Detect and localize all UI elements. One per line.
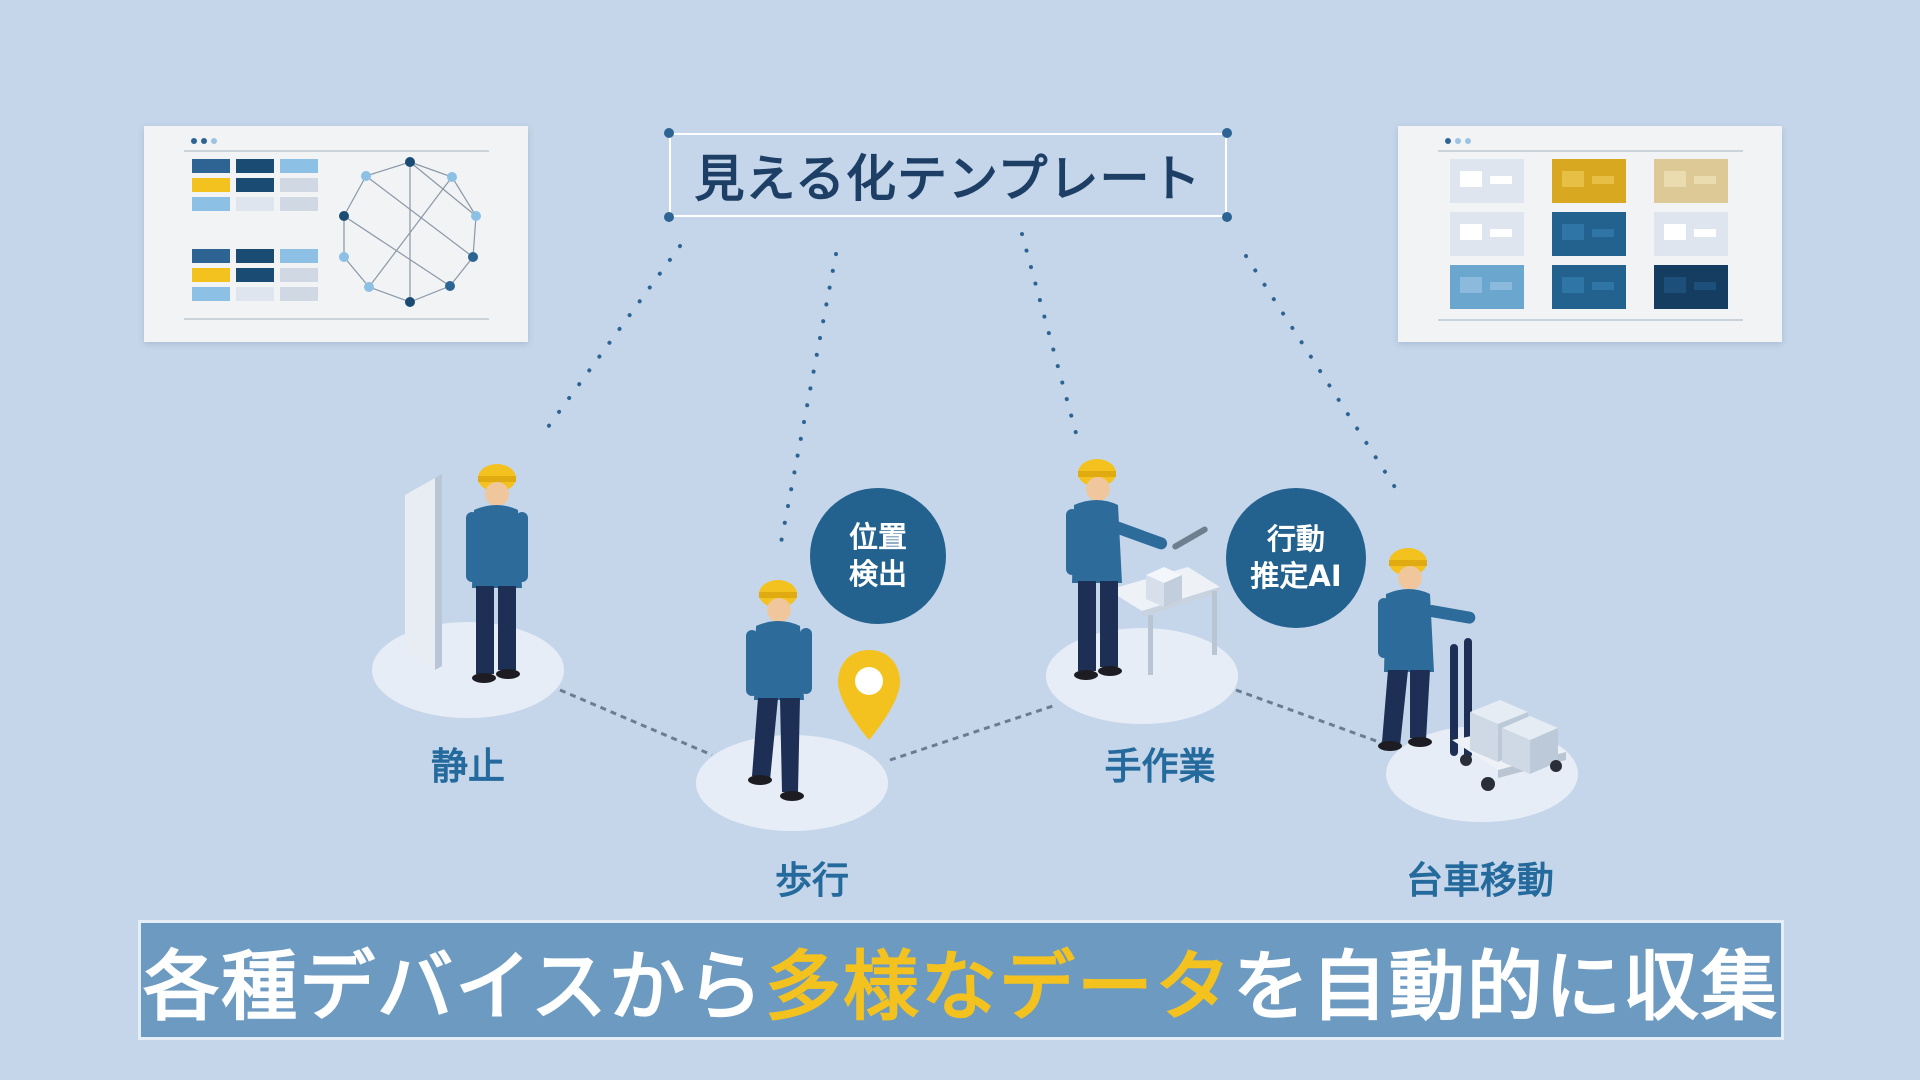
title-frame: 見える化テンプレート <box>669 133 1227 217</box>
state-label-manual: 手作業 <box>1104 745 1216 788</box>
worker-cart-illustration <box>1378 548 1566 791</box>
caption-part3: を自動的に収集 <box>1232 942 1779 1031</box>
behavior-ai-badge: 行動 推定AI <box>1226 488 1366 628</box>
title-handle-tr <box>1222 128 1232 138</box>
caption-banner: 各種デバイスから多様なデータを自動的に収集 <box>138 920 1784 1040</box>
caption-highlight: 多様なデータ <box>764 942 1233 1031</box>
behavior-ai-line1: 行動 <box>1266 522 1325 556</box>
position-detection-line1: 位置 <box>848 520 907 554</box>
dashboard-panel-right <box>1398 126 1782 342</box>
caption-part1: 各種デバイスから <box>143 942 765 1031</box>
state-label-cart: 台車移動 <box>1406 859 1554 902</box>
position-detection-line2: 検出 <box>848 557 907 591</box>
location-pin-icon <box>838 650 900 740</box>
behavior-ai-line2: 推定AI <box>1250 559 1342 593</box>
worker-manual-illustration <box>1066 459 1220 680</box>
title-handle-tl <box>664 128 674 138</box>
title-handle-br <box>1222 212 1232 222</box>
state-label-walking: 歩行 <box>775 859 849 902</box>
worker-walking-illustration <box>746 580 812 801</box>
network-dashboard-illustration <box>184 138 489 320</box>
tile-dashboard-illustration <box>1438 138 1743 321</box>
title-handle-bl <box>664 212 674 222</box>
position-detection-badge: 位置 検出 <box>810 488 946 624</box>
worker-static-illustration <box>405 464 528 683</box>
caption-text: 各種デバイスから多様なデータを自動的に収集 <box>143 925 1779 1035</box>
page-title: 見える化テンプレート <box>694 150 1202 208</box>
dashboard-panel-left <box>144 126 528 342</box>
state-label-static: 静止 <box>431 745 505 788</box>
